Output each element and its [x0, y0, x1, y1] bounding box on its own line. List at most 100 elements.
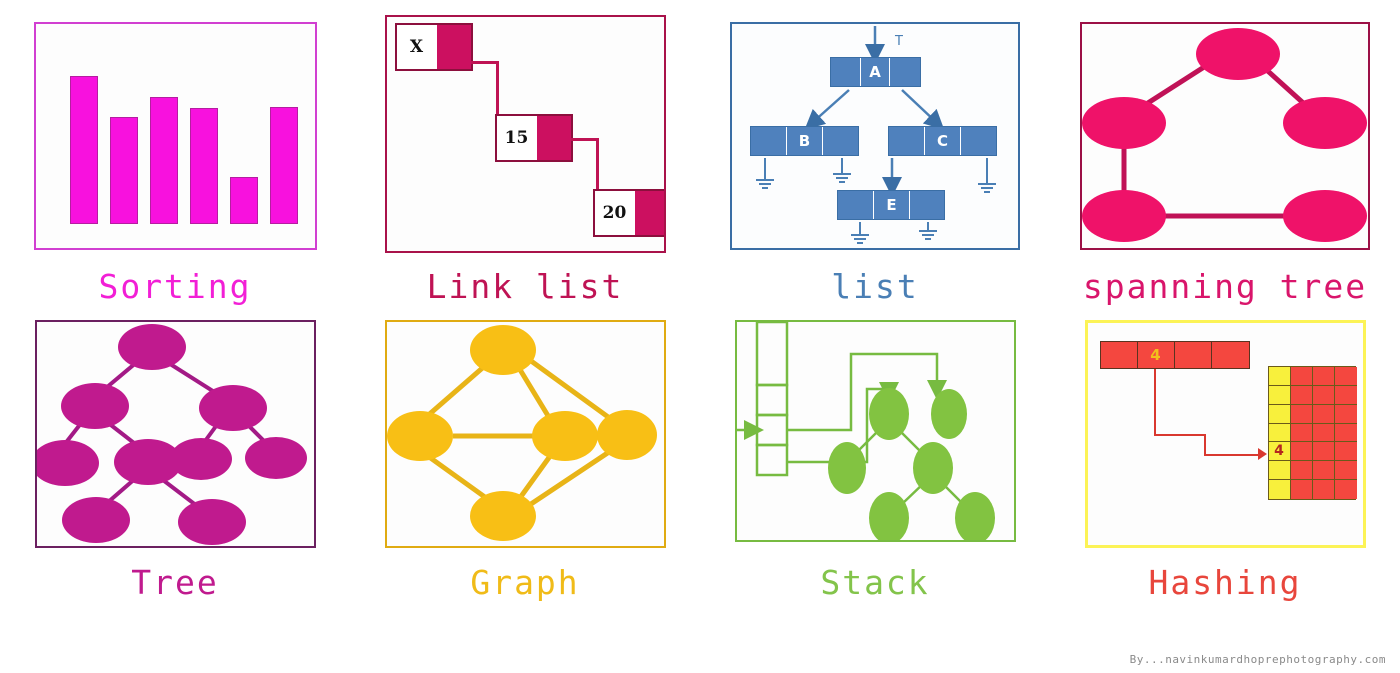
hash-slot-key: 4 — [1268, 442, 1291, 462]
panel-grid: Sorting X 15 20 — [0, 0, 1400, 624]
panel-hashing[interactable]: 4 — [1050, 312, 1400, 624]
hashing-figure: 4 — [1084, 320, 1366, 548]
hash-bucket — [1334, 385, 1357, 405]
hash-bucket — [1290, 367, 1313, 386]
hash-bucket — [1312, 404, 1335, 424]
link-connector — [495, 61, 499, 139]
list-figure: A T B C E — [730, 22, 1020, 250]
list-node-value: E — [874, 191, 910, 219]
spanning-tree-figure — [1080, 22, 1370, 250]
tree-icon — [36, 324, 307, 545]
panel-caption-hashing: Hashing — [1148, 563, 1302, 602]
list-node-right-cell — [910, 191, 944, 219]
list-node-pointer-cell — [436, 25, 471, 69]
list-node: 20 — [592, 189, 664, 237]
list-node-left-cell — [838, 191, 874, 219]
hash-bucket — [1290, 442, 1313, 462]
tree-figure — [34, 320, 316, 548]
spanning-tree-icon — [1082, 28, 1367, 242]
hash-bucket — [1334, 404, 1357, 424]
graph-figure — [384, 320, 666, 548]
hash-bucket — [1290, 404, 1313, 424]
list-connectors — [756, 26, 996, 244]
hash-bucket — [1334, 461, 1357, 481]
list-node-c: C — [888, 126, 997, 156]
bar — [189, 108, 218, 224]
sorting-figure — [33, 22, 317, 250]
list-node-value: B — [787, 127, 823, 155]
panel-link-list[interactable]: X 15 20 Link list — [350, 0, 700, 312]
pointer-label-t: T — [895, 34, 903, 49]
hash-input-cell: 4 — [1137, 342, 1175, 368]
list-node-value: A — [861, 58, 890, 86]
bar — [149, 97, 178, 224]
list-node-b: B — [750, 126, 859, 156]
list-node-left-cell — [751, 127, 787, 155]
list-node-value: 20 — [594, 191, 635, 235]
hash-bucket — [1312, 480, 1335, 499]
link-connector — [470, 61, 499, 64]
panel-list[interactable]: A T B C E list — [700, 0, 1050, 312]
hash-bucket — [1312, 385, 1335, 405]
list-node-right-cell — [823, 127, 858, 155]
panel-spanning-tree[interactable]: spanning tree — [1050, 0, 1400, 312]
hash-bucket — [1312, 442, 1335, 462]
list-node-e: E — [837, 190, 945, 220]
link-list-figure: X 15 20 — [384, 15, 666, 253]
panel-caption-list: list — [831, 267, 919, 306]
bar — [229, 177, 258, 224]
list-node-pointer-cell — [536, 116, 571, 160]
list-node-right-cell — [961, 127, 996, 155]
list-node-value: C — [925, 127, 961, 155]
hash-bucket — [1334, 480, 1357, 499]
panel-tree[interactable]: Tree — [0, 312, 350, 624]
hash-slot — [1268, 385, 1291, 405]
panel-caption-sorting: Sorting — [98, 267, 252, 306]
hash-bucket — [1334, 367, 1357, 386]
hash-connector — [1203, 454, 1260, 456]
hash-input-cell — [1174, 342, 1212, 368]
list-node-left-cell — [831, 58, 862, 86]
list-node-right-cell — [889, 58, 920, 86]
hash-bucket — [1290, 385, 1313, 405]
hash-bucket — [1312, 461, 1335, 481]
hash-connector — [1153, 369, 1156, 436]
hash-arrowhead — [1257, 448, 1267, 460]
panel-stack[interactable]: Stack — [700, 312, 1050, 624]
hash-bucket — [1312, 423, 1335, 443]
link-connector — [595, 138, 599, 214]
hash-bucket — [1312, 367, 1335, 386]
stack-icon — [736, 322, 995, 540]
hash-bucket — [1290, 423, 1313, 443]
hash-slot — [1268, 461, 1291, 481]
panel-graph[interactable]: Graph — [350, 312, 700, 624]
hash-slot — [1268, 404, 1291, 424]
hash-connector — [1203, 434, 1206, 456]
hash-slot — [1268, 367, 1291, 386]
hash-table: 4 — [1267, 366, 1357, 500]
hash-bucket — [1334, 442, 1357, 462]
stack-figure — [734, 320, 1016, 542]
bar — [269, 107, 298, 224]
hash-input-cell — [1100, 342, 1138, 368]
panel-caption-spanning-tree: spanning tree — [1082, 267, 1368, 306]
link-connector — [570, 138, 599, 141]
panel-sorting[interactable]: Sorting — [0, 0, 350, 312]
list-node-value: X — [396, 25, 437, 69]
panel-caption-tree: Tree — [131, 563, 219, 602]
bar-chart-icon — [69, 54, 298, 224]
panel-caption-link-list: Link list — [426, 267, 624, 306]
watermark-credit: By...navinkumardhoprephotography.com — [1129, 653, 1386, 666]
hash-bucket — [1334, 423, 1357, 443]
hash-input-cell — [1211, 342, 1249, 368]
list-node: X — [394, 23, 473, 71]
hash-slot — [1268, 480, 1291, 499]
hash-bucket — [1290, 480, 1313, 499]
list-node-value: 15 — [496, 116, 537, 160]
hash-bucket — [1290, 461, 1313, 481]
list-node-a: A — [830, 57, 921, 87]
panel-caption-stack: Stack — [820, 563, 930, 602]
hash-slot — [1268, 423, 1291, 443]
hash-input-array: 4 — [1099, 341, 1250, 369]
graph-icon — [386, 325, 657, 541]
